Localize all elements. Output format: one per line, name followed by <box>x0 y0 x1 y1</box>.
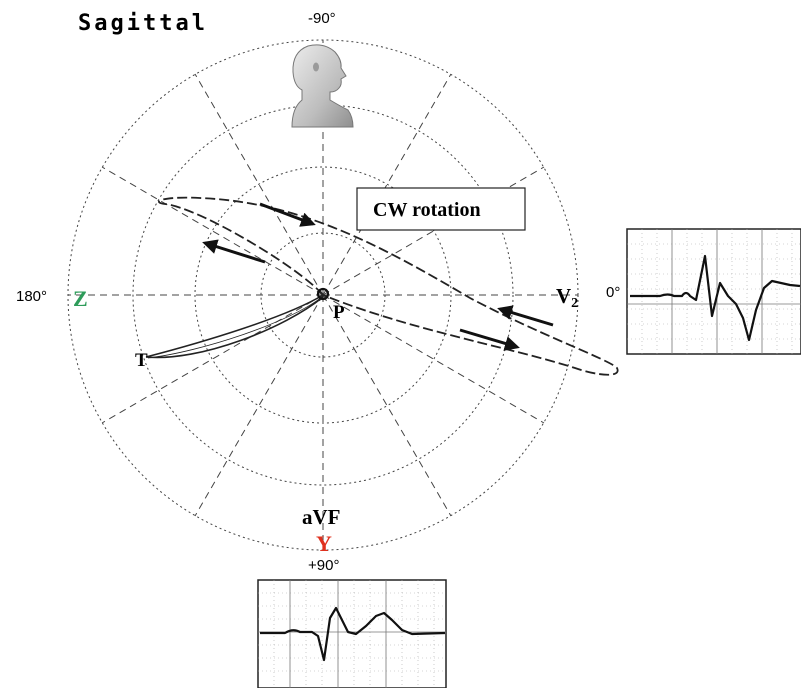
diagram-title: Sagittal <box>78 11 208 36</box>
angle-label-bottom: +90° <box>308 557 339 574</box>
direction-arrow-icon <box>459 328 520 351</box>
y-axis-letter: Y <box>316 531 332 556</box>
radial-line-150 <box>101 294 324 424</box>
qrs-loop <box>158 196 619 376</box>
rotation-label: CW rotation <box>373 199 481 221</box>
head-profile-icon <box>291 44 354 128</box>
radial-line-240 <box>194 73 324 296</box>
radial-lines <box>68 40 578 550</box>
rotation-label-box: CW rotation <box>356 187 526 231</box>
t-wave-label: T <box>135 350 148 371</box>
radial-line-300 <box>322 73 452 296</box>
radial-line-60 <box>322 294 452 517</box>
radial-line-120 <box>194 294 324 517</box>
polar-ring-3 <box>132 104 514 486</box>
p-loop <box>316 287 330 301</box>
lead-avf-label: aVF <box>302 505 341 529</box>
t-loop <box>145 294 324 359</box>
angle-label-top: -90° <box>308 10 336 27</box>
angle-label-right: 0° <box>606 284 620 301</box>
direction-arrow-icon <box>202 239 266 264</box>
radial-line-210 <box>101 166 324 296</box>
p-wave-label: P <box>333 302 345 323</box>
angle-label-left: 180° <box>16 288 47 305</box>
radial-line-330 <box>322 166 545 296</box>
rotation-arrows <box>202 202 554 351</box>
z-axis-letter: Z <box>73 286 88 311</box>
direction-arrow-icon <box>259 202 316 227</box>
radial-line-30 <box>322 294 545 424</box>
lead-v2-main: V <box>556 284 571 308</box>
lead-v2-label: V2 <box>556 284 578 311</box>
direction-arrow-icon <box>497 305 554 327</box>
polar-ring-2 <box>194 166 452 424</box>
ecg-strip-v2 <box>626 228 801 355</box>
ecg-strip-avf <box>257 579 447 688</box>
lead-v2-subscript: 2 <box>571 296 578 311</box>
